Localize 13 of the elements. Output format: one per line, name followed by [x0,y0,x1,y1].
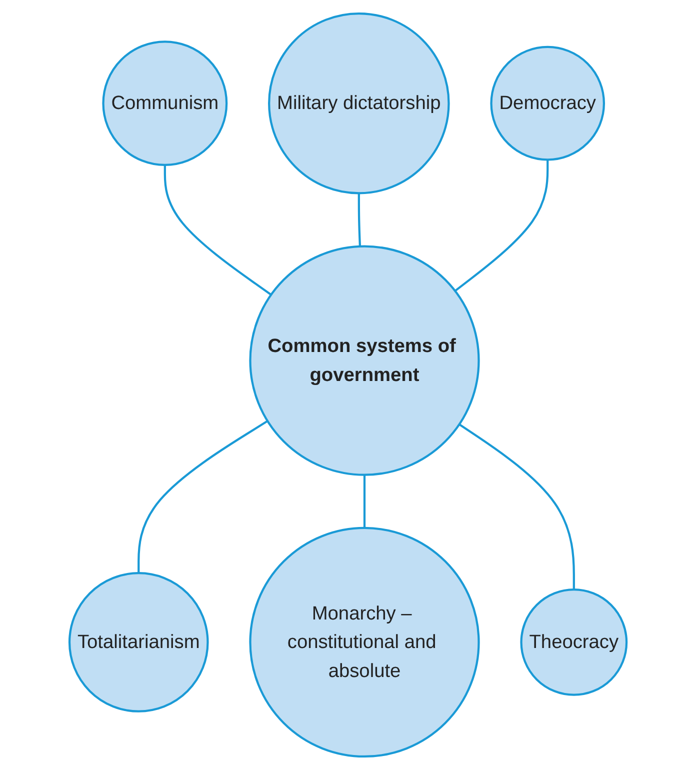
connector [363,474,366,528]
connector [164,164,272,296]
node-circle: Democracy [490,45,605,160]
node-circle: Totalitarianism [68,572,209,712]
node-circle: Monarchy – constitutional and absolute [249,526,480,758]
connector [138,420,268,573]
node-circle: Common systems of government [249,244,480,476]
node-circle: Military dictatorship [268,12,450,194]
connector [454,159,549,292]
connector [358,192,361,246]
node-circle: Theocracy [520,588,628,696]
connector [458,422,575,590]
node-circle: Communism [102,40,228,166]
